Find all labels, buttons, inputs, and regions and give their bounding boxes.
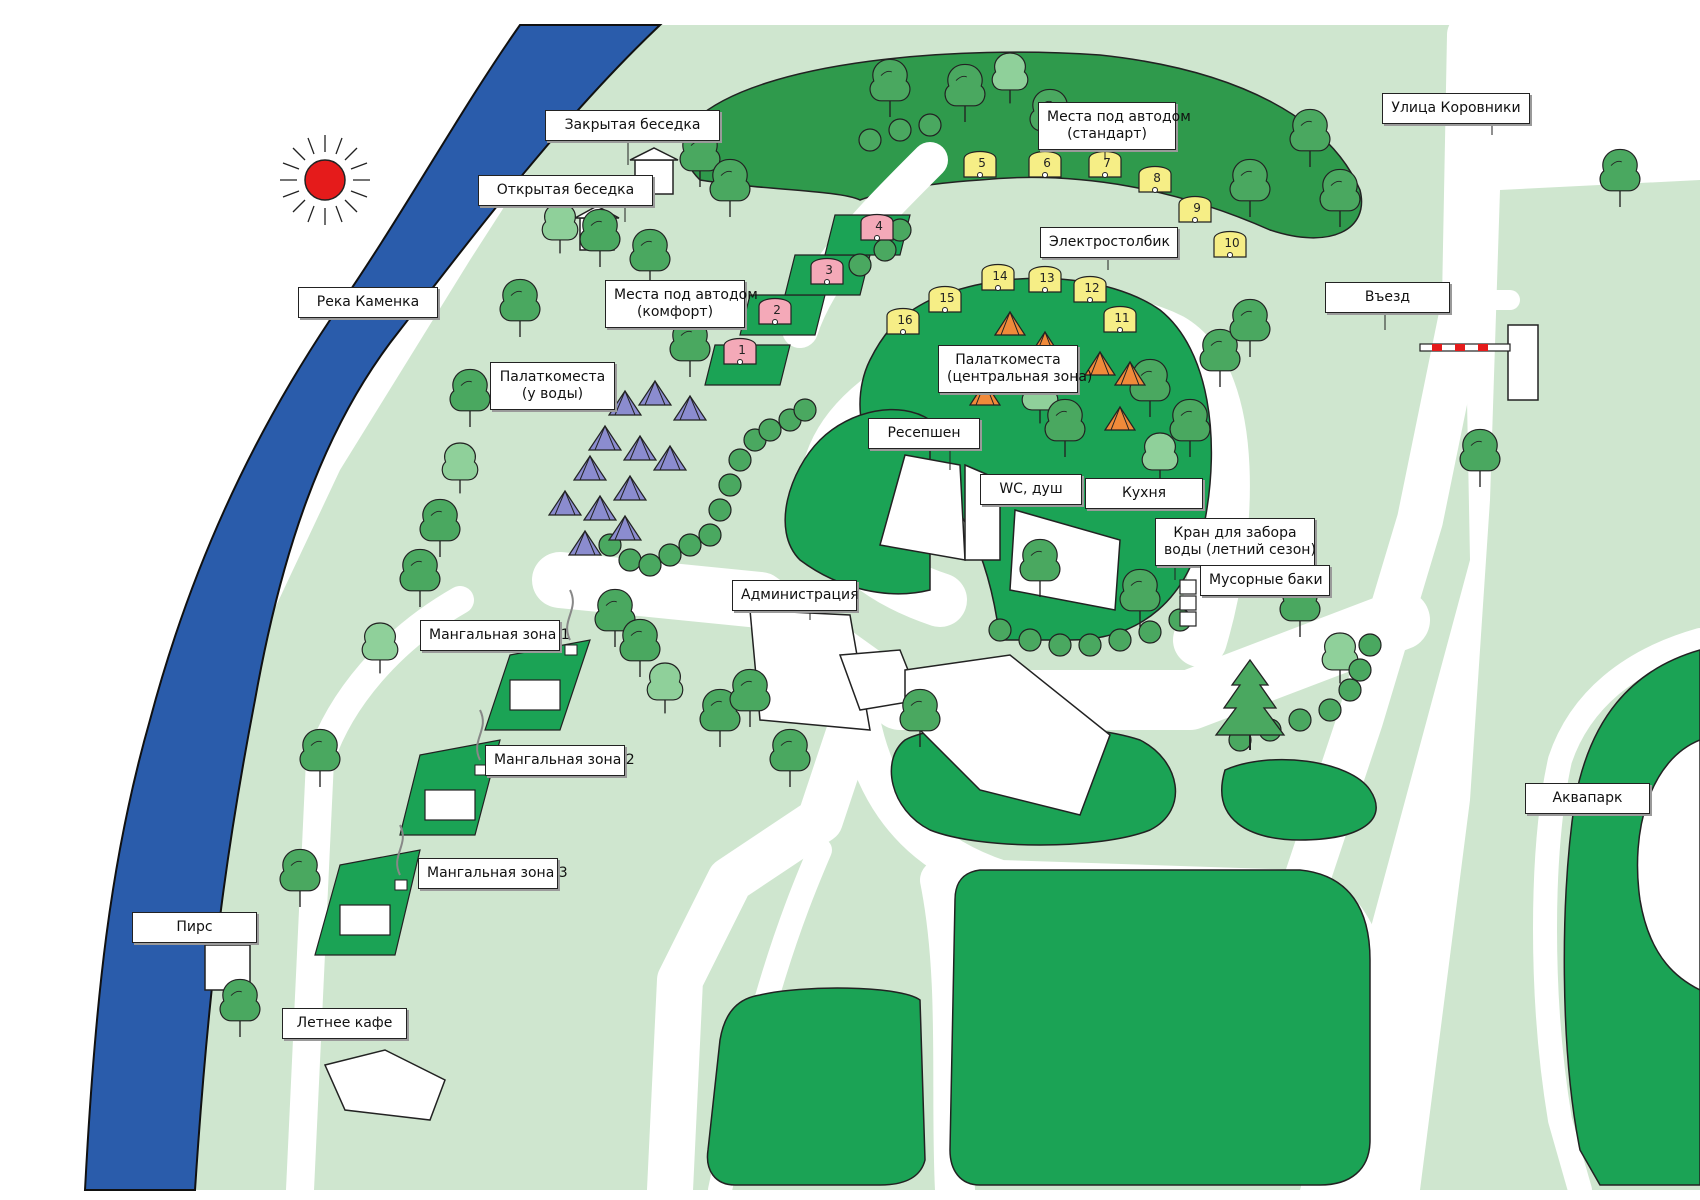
bbq-zones — [314, 589, 591, 956]
rv-slot-14[interactable]: 14 — [981, 263, 1015, 291]
label-bbq3: Мангальная зона 3 — [418, 858, 568, 889]
wc-building — [1009, 509, 1121, 611]
rv-slot-number: 16 — [897, 313, 912, 327]
bush-icon — [988, 618, 1012, 642]
rv-slot-6[interactable]: 6 — [1028, 150, 1062, 178]
label-street: Улица Коровники — [1382, 93, 1530, 124]
rv-slot-9[interactable]: 9 — [1178, 195, 1212, 223]
rv-slot-2[interactable]: 2 — [758, 297, 792, 325]
bush-icon — [1288, 708, 1312, 732]
bush-icon — [858, 128, 882, 152]
label-bbq1: Мангальная зона 1 — [420, 620, 570, 651]
label-power-post: Электростолбик — [1040, 227, 1178, 258]
label-trash: Мусорные баки — [1200, 565, 1330, 596]
river-kamenka — [83, 24, 663, 1191]
bush-icon — [698, 523, 722, 547]
bush-icon — [1108, 628, 1132, 652]
label-reception: Ресепшен — [868, 418, 980, 449]
bush-icon — [708, 498, 732, 522]
sun-icon — [280, 135, 370, 225]
rv-slot-8[interactable]: 8 — [1138, 165, 1172, 193]
bush-icon — [638, 553, 662, 577]
rv-slot-number: 2 — [773, 303, 781, 317]
rv-slot-15[interactable]: 15 — [928, 285, 962, 313]
bush-icon — [728, 448, 752, 472]
bush-icon — [1348, 658, 1372, 682]
bush-icon — [918, 113, 942, 137]
rv-slot-number: 7 — [1103, 156, 1111, 170]
rv-slot-10[interactable]: 10 — [1213, 230, 1247, 258]
rv-slot-5[interactable]: 5 — [963, 150, 997, 178]
label-rv-comfort: Места под автодом (комфорт) — [605, 280, 758, 328]
north-forest — [683, 51, 1363, 239]
rv-slot-number: 8 — [1153, 171, 1161, 185]
label-aquapark: Аквапарк — [1525, 783, 1650, 814]
label-entrance: Въезд — [1325, 282, 1450, 313]
entrance-barrier — [1419, 324, 1539, 401]
rv-slot-number: 12 — [1084, 281, 1099, 295]
label-river: Река Каменка — [298, 287, 438, 318]
rv-slot-11[interactable]: 11 — [1103, 305, 1137, 333]
rv-slot-3[interactable]: 3 — [810, 257, 844, 285]
label-bbq2: Мангальная зона 2 — [485, 745, 635, 776]
lawn-center — [949, 869, 1371, 1186]
rv-standard-slots: 5 6 7 8 9 10 11 12 13 14 15 16 — [886, 150, 1247, 335]
label-kitchen: Кухня — [1085, 478, 1203, 509]
lawn-spruce — [1221, 758, 1377, 841]
bush-icon — [1358, 633, 1382, 657]
bush-icon — [873, 238, 897, 262]
label-wc: WC, душ — [980, 474, 1082, 505]
rv-slot-number: 5 — [978, 156, 986, 170]
bush-icon — [1018, 628, 1042, 652]
cafe-building — [323, 1049, 446, 1121]
label-tents-central: Палаткоместа (центральная зона) — [938, 345, 1092, 393]
rv-slot-number: 15 — [939, 291, 954, 305]
trash-bins-icon — [1179, 579, 1197, 627]
rv-slot-4[interactable]: 4 — [860, 213, 894, 241]
spruce-tree-icon — [1214, 658, 1286, 750]
rv-slot-7[interactable]: 7 — [1088, 150, 1122, 178]
rv-slot-number: 13 — [1039, 271, 1054, 285]
label-pier: Пирс — [132, 912, 257, 943]
bush-icon — [718, 473, 742, 497]
bush-icon — [1048, 633, 1072, 657]
rv-slot-16[interactable]: 16 — [886, 307, 920, 335]
label-closed-gazebo: Закрытая беседка — [545, 110, 720, 141]
rv-slot-13[interactable]: 13 — [1028, 265, 1062, 293]
bush-icon — [793, 398, 817, 422]
rv-slot-number: 4 — [875, 219, 883, 233]
bush-icon — [1318, 698, 1342, 722]
rv-slot-number: 9 — [1193, 201, 1201, 215]
bush-icon — [618, 548, 642, 572]
bush-icon — [1078, 633, 1102, 657]
rv-comfort-slots: 1 2 3 4 — [723, 213, 894, 365]
label-tents-water: Палаткоместа (у воды) — [490, 362, 615, 410]
rv-slot-number: 11 — [1114, 311, 1129, 325]
label-water-tap: Кран для забора воды (летний сезон) — [1155, 518, 1316, 566]
lawn-left — [706, 987, 926, 1186]
label-administration: Администрация — [732, 580, 859, 611]
bush-icon — [658, 543, 682, 567]
bush-icon — [848, 253, 872, 277]
rv-slot-1[interactable]: 1 — [723, 337, 757, 365]
rv-slot-number: 6 — [1043, 156, 1051, 170]
bush-icon — [758, 418, 782, 442]
label-cafe: Летнее кафе — [282, 1008, 407, 1039]
rv-slot-number: 3 — [825, 263, 833, 277]
rv-slot-number: 1 — [738, 343, 746, 357]
bush-icon — [888, 118, 912, 142]
rv-slot-12[interactable]: 12 — [1073, 275, 1107, 303]
rv-slot-number: 10 — [1224, 236, 1239, 250]
label-rv-standard: Места под автодом (стандарт) — [1038, 102, 1191, 150]
buildings — [204, 147, 1121, 1121]
bush-icon — [1338, 678, 1362, 702]
bush-icon — [678, 533, 702, 557]
label-open-gazebo: Открытая беседка — [478, 175, 653, 206]
rv-slot-number: 14 — [992, 269, 1007, 283]
bush-icon — [1138, 620, 1162, 644]
